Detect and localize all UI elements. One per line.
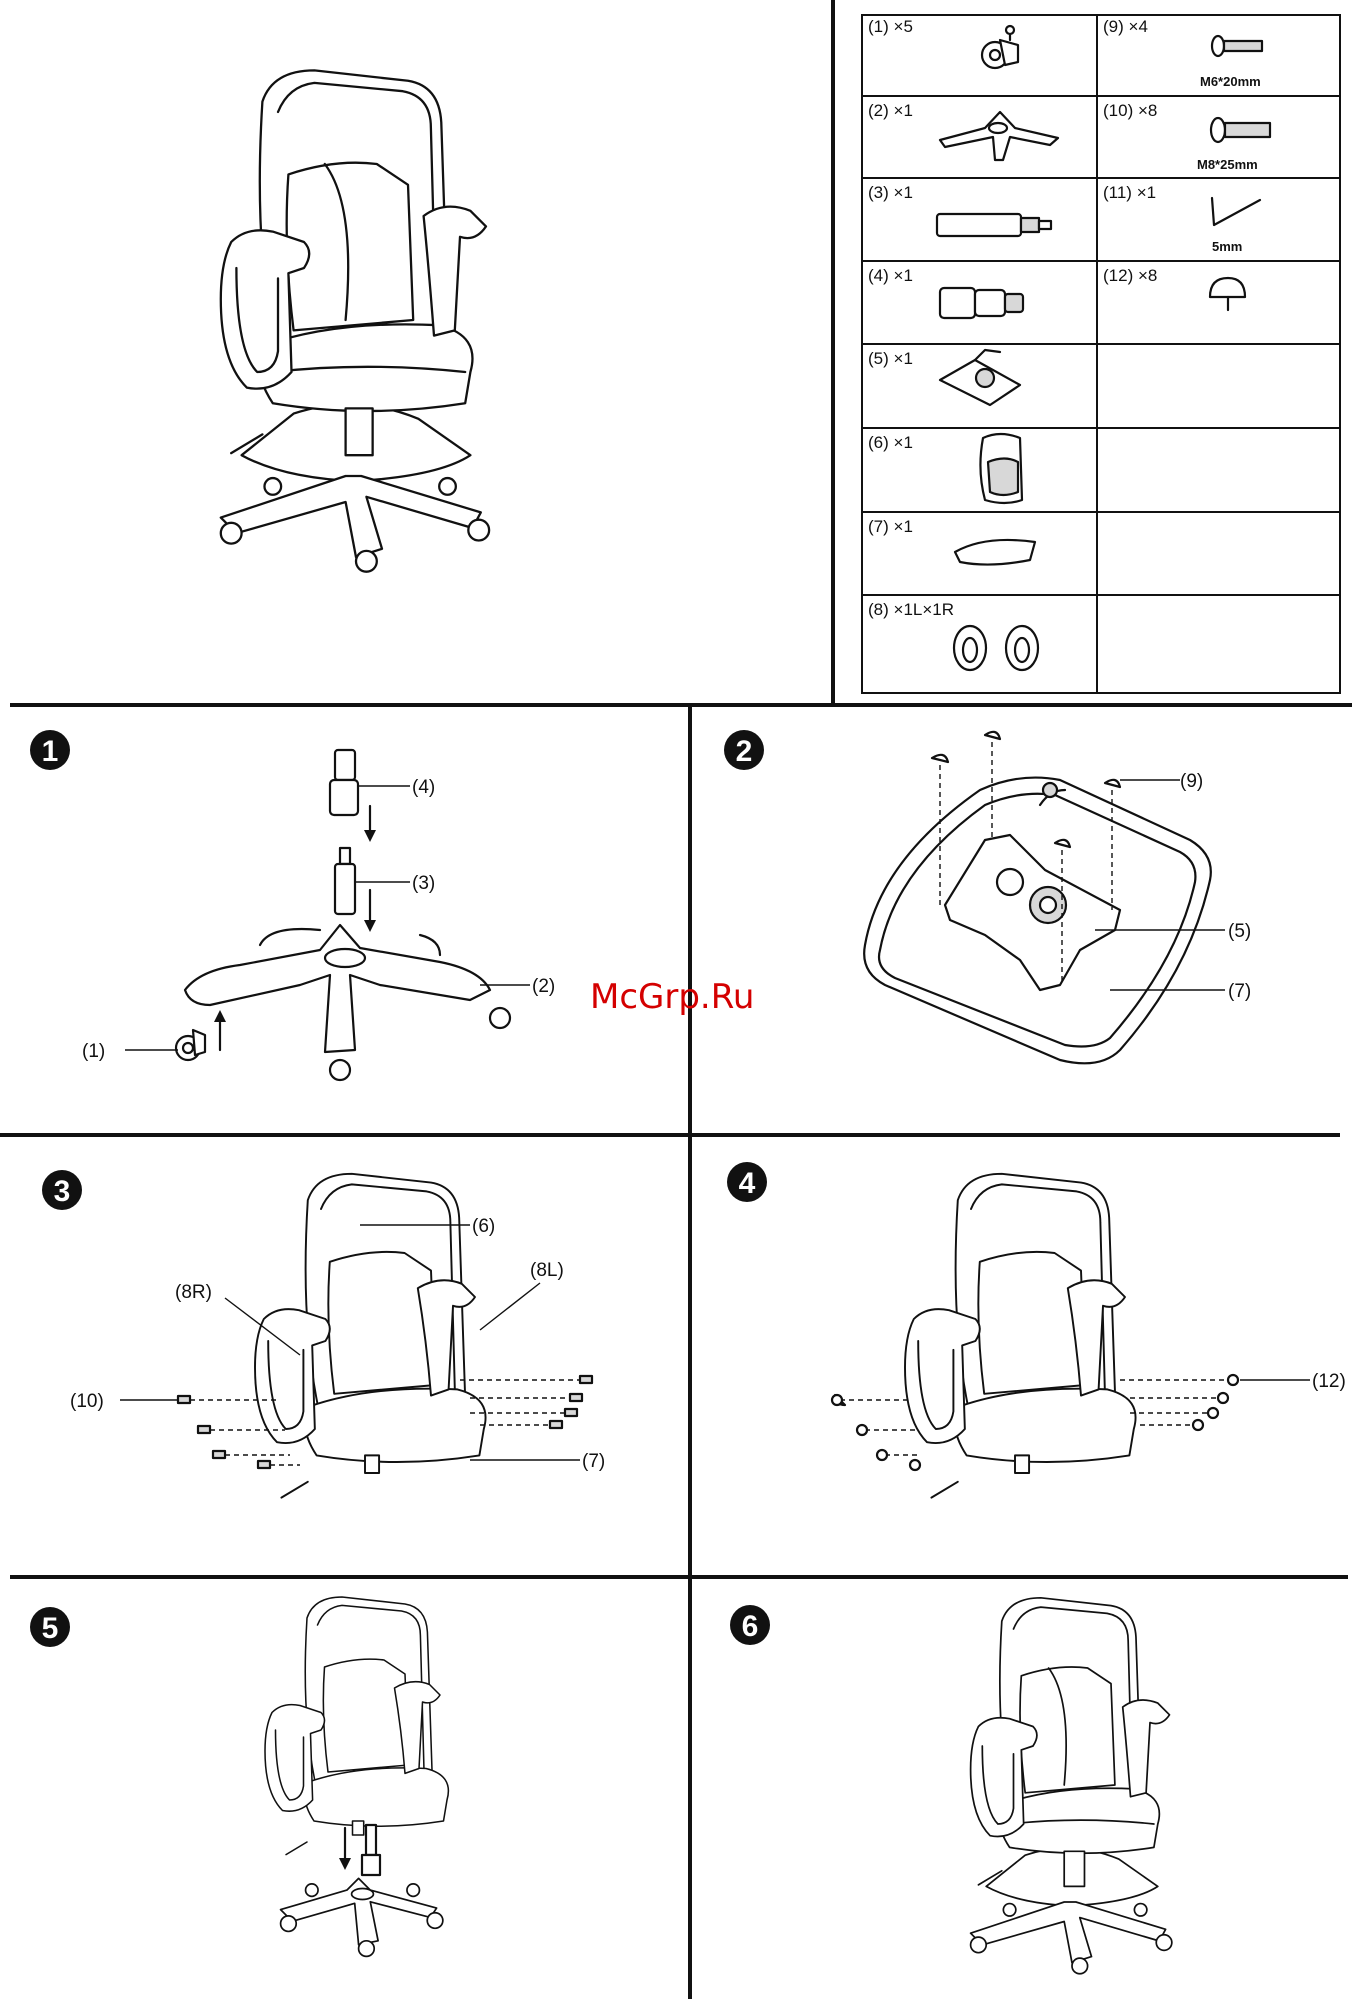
step3-label-8R: (8R) [175, 1282, 212, 1303]
svg-text:3: 3 [54, 1175, 71, 1208]
gas-lift-icon [937, 214, 1051, 236]
base-icon [940, 112, 1058, 160]
step1-label-2: (2) [532, 976, 555, 997]
step1-label-4: (4) [412, 777, 435, 798]
svg-text:1: 1 [42, 735, 59, 768]
step3-label-8L: (8L) [530, 1260, 564, 1281]
svg-text:5: 5 [42, 1612, 59, 1645]
part-12-label: (12) ×8 [1103, 266, 1157, 285]
svg-text:2: 2 [736, 735, 753, 768]
step-4-marker: 4 [727, 1162, 767, 1202]
step3-label-6: (6) [472, 1216, 495, 1237]
parts-table: (1) ×5 (2) ×1 (3) ×1 (4) ×1 (5) ×1 (6) ×… [862, 15, 1340, 693]
step-6-marker: 6 [730, 1605, 770, 1645]
armrest-pair-icon [954, 626, 1038, 670]
part-3-label: (3) ×1 [868, 183, 913, 202]
step-1-marker: 1 [30, 730, 70, 770]
part-6-label: (6) ×1 [868, 433, 913, 452]
step3-label-7: (7) [582, 1451, 605, 1472]
svg-text:4: 4 [739, 1167, 756, 1200]
bolt-m8-icon [1211, 118, 1270, 142]
seat-icon [955, 540, 1035, 565]
step-2-marker: 2 [724, 730, 764, 770]
part-7-label: (7) ×1 [868, 517, 913, 536]
part-9-spec: M6*20mm [1200, 74, 1261, 89]
step-6-diagram [971, 1598, 1172, 1974]
step-2-diagram: (9) (5) (7) [864, 732, 1251, 1064]
backrest-icon [980, 434, 1022, 503]
step-3-diagram: (6) (8R) (8L) (10) (7) [70, 1174, 605, 1498]
gas-cover-icon [940, 288, 1023, 318]
watermark: McGrp.Ru [590, 977, 754, 1017]
step-4-diagram: (12) [832, 1174, 1346, 1498]
part-9-label: (9) ×4 [1103, 17, 1148, 36]
part-11-spec: 5mm [1212, 239, 1242, 254]
part-2-label: (2) ×1 [868, 101, 913, 120]
caster-icon [982, 26, 1018, 68]
step-1-diagram: (4) (3) (2) (1) [82, 750, 555, 1080]
step-5-marker: 5 [30, 1607, 70, 1647]
step4-label-12: (12) [1312, 1371, 1346, 1392]
step2-label-9: (9) [1180, 771, 1203, 792]
step-3-marker: 3 [42, 1170, 82, 1210]
part-4-label: (4) ×1 [868, 266, 913, 285]
step1-label-1: (1) [82, 1041, 105, 1062]
hero-chair-illustration [221, 70, 489, 571]
svg-text:6: 6 [742, 1610, 759, 1643]
part-10-label: (10) ×8 [1103, 101, 1157, 120]
step3-label-10: (10) [70, 1391, 104, 1412]
step2-label-5: (5) [1228, 921, 1251, 942]
part-11-label: (11) ×1 [1103, 183, 1156, 202]
step-5-diagram [265, 1597, 448, 1956]
part-5-label: (5) ×1 [868, 349, 913, 368]
step1-label-3: (3) [412, 873, 435, 894]
bolt-m6-icon [1212, 36, 1262, 56]
part-1-label: (1) ×5 [868, 17, 913, 36]
part-10-spec: M8*25mm [1197, 157, 1258, 172]
cap-icon [1210, 278, 1245, 310]
mechanism-icon [940, 350, 1020, 405]
part-8-label: (8) ×1L×1R [868, 600, 954, 619]
step2-label-7: (7) [1228, 981, 1251, 1002]
hex-key-icon [1212, 198, 1260, 225]
